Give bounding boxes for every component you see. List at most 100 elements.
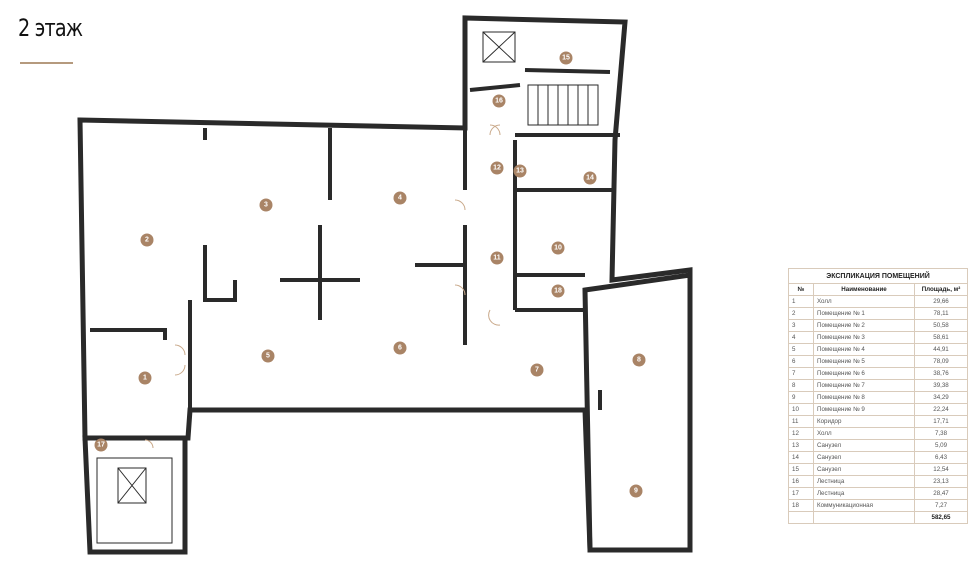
- room-marker-8[interactable]: 8: [632, 353, 646, 367]
- svg-text:16: 16: [495, 98, 503, 105]
- row-name: Помещение № 6: [813, 367, 915, 380]
- total-area: 582,65: [914, 511, 968, 524]
- row-area: 44,91: [914, 343, 968, 356]
- row-number: 12: [788, 427, 814, 440]
- room-marker-5[interactable]: 5: [261, 349, 275, 363]
- row-area: 5,09: [914, 439, 968, 452]
- svg-text:8: 8: [637, 357, 641, 364]
- row-area: 12,54: [914, 463, 968, 476]
- row-area: 7,27: [914, 499, 968, 512]
- row-number: 3: [788, 319, 814, 332]
- svg-text:1: 1: [143, 375, 147, 382]
- row-number: 13: [788, 439, 814, 452]
- svg-text:14: 14: [586, 175, 594, 182]
- row-area: 29,66: [914, 295, 968, 308]
- room-marker-17[interactable]: 17: [94, 438, 108, 452]
- row-number: 18: [788, 499, 814, 512]
- row-number: 11: [788, 415, 814, 428]
- svg-text:17: 17: [97, 442, 105, 449]
- row-area: 38,76: [914, 367, 968, 380]
- row-number: 5: [788, 343, 814, 356]
- col-name: Наименование: [813, 283, 915, 296]
- row-number: 16: [788, 475, 814, 488]
- row-name: Помещение № 4: [813, 343, 915, 356]
- outer-wall-stair17: [82, 435, 188, 555]
- row-number: 8: [788, 379, 814, 392]
- room-marker-6[interactable]: 6: [393, 341, 407, 355]
- room-marker-15[interactable]: 15: [559, 51, 573, 65]
- page-title: 2 этаж: [18, 14, 83, 42]
- room-marker-10[interactable]: 10: [551, 241, 565, 255]
- svg-text:3: 3: [264, 202, 268, 209]
- walls: [77, 15, 693, 555]
- row-number: 9: [788, 391, 814, 404]
- svg-text:2: 2: [145, 237, 149, 244]
- row-name: Помещение № 1: [813, 307, 915, 320]
- row-name: Лестница: [813, 487, 915, 500]
- row-area: 7,38: [914, 427, 968, 440]
- room-marker-7[interactable]: 7: [530, 363, 544, 377]
- svg-text:6: 6: [398, 345, 402, 352]
- row-name: Коммуникационная: [813, 499, 915, 512]
- room-marker-13[interactable]: 13: [513, 164, 527, 178]
- room-marker-9[interactable]: 9: [629, 484, 643, 498]
- row-name: Холл: [813, 427, 915, 440]
- row-name: Лестница: [813, 475, 915, 488]
- legend-caption: ЭКСПЛИКАЦИЯ ПОМЕЩЕНИЙ: [788, 268, 968, 284]
- row-name: Санузел: [813, 463, 915, 476]
- svg-text:15: 15: [562, 55, 570, 62]
- row-name: Холл: [813, 295, 915, 308]
- svg-text:9: 9: [634, 488, 638, 495]
- row-name: Санузел: [813, 439, 915, 452]
- legend-total-row: 582,65: [788, 511, 968, 524]
- col-number: №: [788, 283, 814, 296]
- row-area: 23,13: [914, 475, 968, 488]
- row-name: Помещение № 3: [813, 331, 915, 344]
- room-marker-18[interactable]: 18: [551, 284, 565, 298]
- row-area: 58,61: [914, 331, 968, 344]
- row-number: 1: [788, 295, 814, 308]
- stairs-16: [527, 84, 599, 126]
- row-name: Санузел: [813, 451, 915, 464]
- room-marker-2[interactable]: 2: [140, 233, 154, 247]
- room-marker-3[interactable]: 3: [259, 198, 273, 212]
- room-marker-16[interactable]: 16: [492, 94, 506, 108]
- row-area: 22,24: [914, 403, 968, 416]
- room-marker-14[interactable]: 14: [583, 171, 597, 185]
- svg-text:18: 18: [554, 288, 562, 295]
- row-number: 14: [788, 451, 814, 464]
- svg-text:10: 10: [554, 245, 562, 252]
- row-name: Помещение № 2: [813, 319, 915, 332]
- svg-text:13: 13: [516, 168, 524, 175]
- room-marker-1[interactable]: 1: [138, 371, 152, 385]
- row-name: Коридор: [813, 415, 915, 428]
- svg-text:11: 11: [493, 255, 501, 262]
- doors: [144, 124, 501, 449]
- row-area: 34,29: [914, 391, 968, 404]
- row-number: 2: [788, 307, 814, 320]
- room-marker-4[interactable]: 4: [393, 191, 407, 205]
- col-area: Площадь, м²: [914, 283, 968, 296]
- room-legend-table: ЭКСПЛИКАЦИЯ ПОМЕЩЕНИЙ № Наименование Пло…: [788, 268, 968, 524]
- row-number: 17: [788, 487, 814, 500]
- room-marker-11[interactable]: 11: [490, 251, 504, 265]
- svg-text:7: 7: [535, 367, 539, 374]
- room-marker-12[interactable]: 12: [490, 161, 504, 175]
- row-area: 39,38: [914, 379, 968, 392]
- row-area: 78,11: [914, 307, 968, 320]
- row-area: 17,71: [914, 415, 968, 428]
- row-name: Помещение № 8: [813, 391, 915, 404]
